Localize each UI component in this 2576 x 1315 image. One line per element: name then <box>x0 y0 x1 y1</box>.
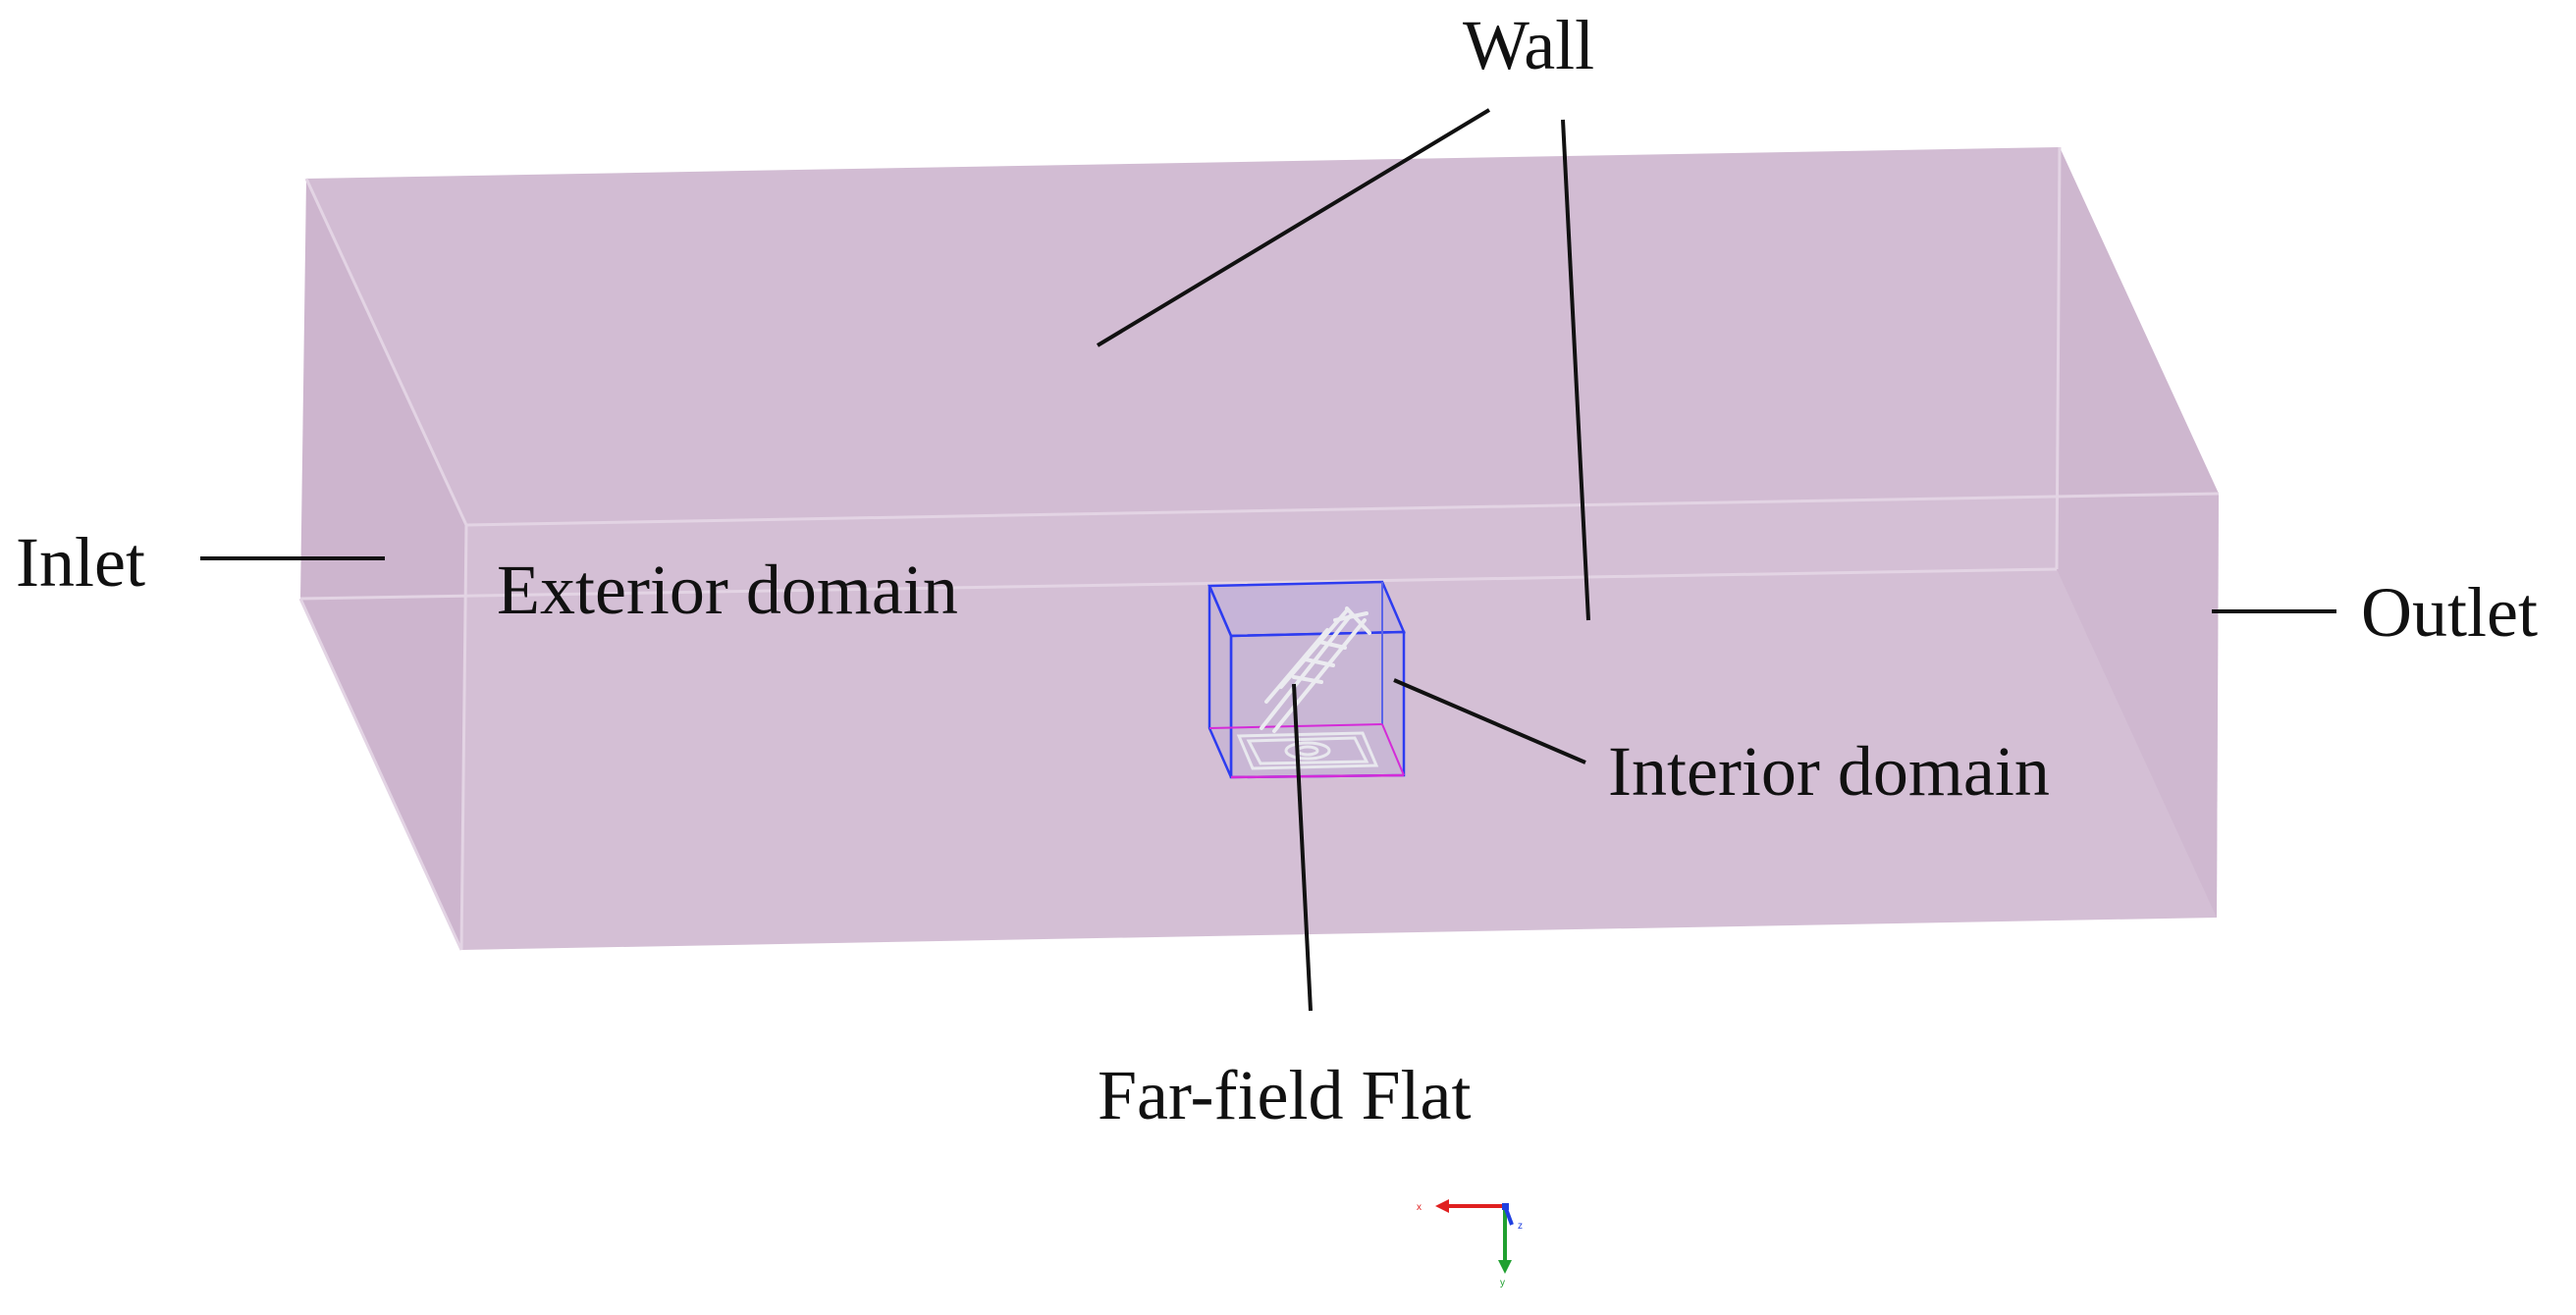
interior-domain-box <box>1208 580 1406 779</box>
axis-y-label: y <box>1500 1278 1505 1289</box>
axis-z-label: z <box>1518 1221 1523 1232</box>
domain-outlet-face <box>2057 147 2219 918</box>
leader-wall-top <box>1096 108 1491 347</box>
exterior-domain-box <box>298 146 2220 951</box>
label-far-field-flat: Far-field Flat <box>1098 1056 1471 1134</box>
interior-box-back-face <box>1208 580 1406 638</box>
axis-triad: x y z <box>1417 1199 1523 1289</box>
label-exterior-domain: Exterior domain <box>497 551 958 629</box>
leader-wall-side <box>1561 119 1590 621</box>
axis-x-label: x <box>1417 1202 1422 1213</box>
leader-interior-domain <box>1393 678 1586 764</box>
far-field-flat-plate <box>1236 731 1379 770</box>
domain-inlet-face <box>300 179 466 950</box>
label-outlet: Outlet <box>2361 573 2538 652</box>
leader-far-field-flat <box>1292 683 1313 1012</box>
label-wall: Wall <box>1463 6 1594 84</box>
interior-structure <box>1260 606 1371 733</box>
domain-top-face <box>306 147 2219 525</box>
label-interior-domain: Interior domain <box>1608 732 2050 811</box>
label-inlet: Inlet <box>16 523 145 602</box>
leader-lines <box>200 108 2336 1012</box>
